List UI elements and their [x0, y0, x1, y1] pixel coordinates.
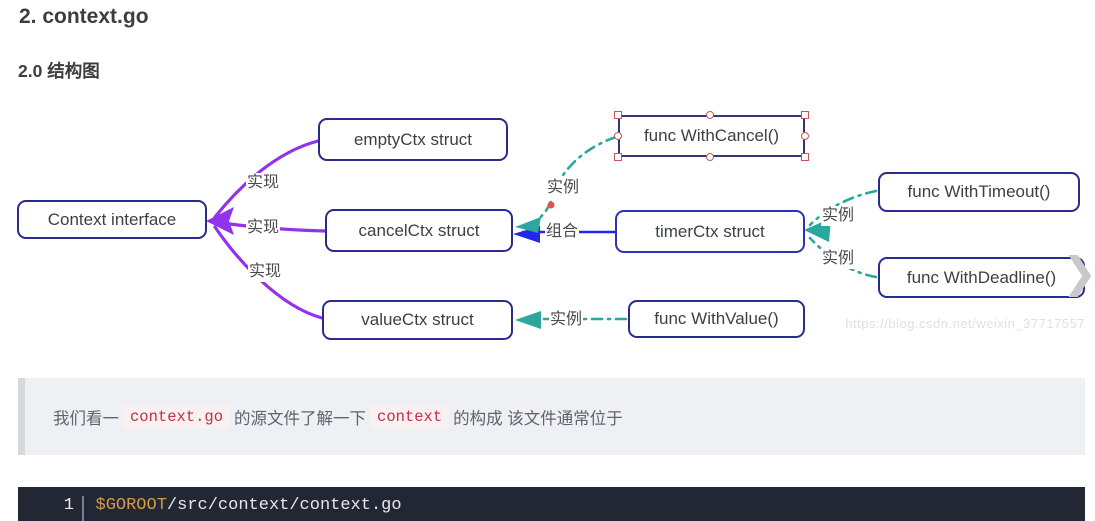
- watermark-url: https://blog.csdn.net/weixin_37717557: [845, 316, 1085, 331]
- node-with-timeout: func WithTimeout(): [878, 172, 1080, 212]
- node-label: func WithValue(): [654, 309, 779, 328]
- carousel-next-icon[interactable]: ❯: [1062, 249, 1095, 296]
- edge-label-instance: 实例: [549, 310, 584, 330]
- arrowhead-implement: [206, 207, 234, 235]
- node-cancel-ctx: cancelCtx struct: [325, 209, 513, 252]
- selection-handle-n: [706, 111, 714, 119]
- node-with-deadline: func WithDeadline(): [878, 257, 1085, 298]
- selection-handle-nw: [614, 111, 622, 119]
- line-number-divider: [82, 496, 84, 521]
- edge-marker-dot: [547, 201, 555, 209]
- node-timer-ctx: timerCtx struct: [615, 210, 805, 253]
- node-context-interface: Context interface: [17, 200, 207, 239]
- edge-label-implement: 实现: [246, 173, 281, 193]
- node-empty-ctx: emptyCtx struct: [318, 118, 508, 161]
- selection-handle-ne: [801, 111, 809, 119]
- blockquote: 我们看一 context.go 的源文件了解一下 context 的构成 该文件…: [18, 378, 1085, 455]
- selection-handle-s: [706, 153, 714, 161]
- selection-handle-sw: [614, 153, 622, 161]
- code-token-var: $GOROOT: [95, 496, 167, 515]
- node-label: Context interface: [47, 209, 177, 229]
- code-block: 1 $GOROOT/src/context/context.go: [18, 487, 1085, 521]
- inline-code: context.go: [123, 404, 231, 429]
- quote-text: 的构成 该文件通常位于: [453, 409, 623, 428]
- code-line: $GOROOT/src/context/context.go: [96, 496, 402, 515]
- node-with-value: func WithValue(): [628, 300, 805, 338]
- node-label: func WithDeadline(): [906, 267, 1057, 287]
- arrowhead-instance-value: [515, 311, 541, 329]
- edge-implement-empty: [213, 139, 320, 219]
- edge-label-instance: 实例: [821, 249, 856, 269]
- edge-label-instance: 实例: [546, 178, 581, 198]
- node-label: cancelCtx struct: [358, 220, 480, 240]
- section-heading: 2. context.go: [19, 5, 149, 28]
- edge-instance-timeout: [808, 189, 878, 227]
- edge-label-instance: 实例: [821, 206, 856, 226]
- node-label: emptyCtx struct: [353, 129, 473, 149]
- node-value-ctx: valueCtx struct: [322, 300, 513, 340]
- line-number: 1: [63, 496, 74, 515]
- quote-text: 我们看一: [53, 409, 119, 428]
- code-token-path: /src/context/context.go: [166, 496, 402, 515]
- edge-label-compose: 组合: [545, 222, 580, 242]
- selection-handle-se: [801, 153, 809, 161]
- node-with-cancel-selected: func WithCancel(): [614, 111, 809, 161]
- quote-text: 的源文件了解一下: [234, 409, 367, 428]
- node-label: timerCtx struct: [655, 221, 765, 241]
- selection-handle-e: [801, 132, 809, 140]
- inline-code: context: [370, 404, 450, 429]
- edge-label-implement: 实现: [248, 262, 283, 282]
- node-label: func WithTimeout(): [907, 182, 1051, 201]
- node-label: func WithCancel(): [643, 126, 780, 145]
- arrowhead-instance-cancel: [515, 217, 541, 233]
- edge-label-implement: 实现: [246, 218, 281, 238]
- selection-handle-w: [614, 132, 622, 140]
- subsection-heading: 2.0 结构图: [18, 61, 100, 81]
- node-label: valueCtx struct: [361, 310, 474, 329]
